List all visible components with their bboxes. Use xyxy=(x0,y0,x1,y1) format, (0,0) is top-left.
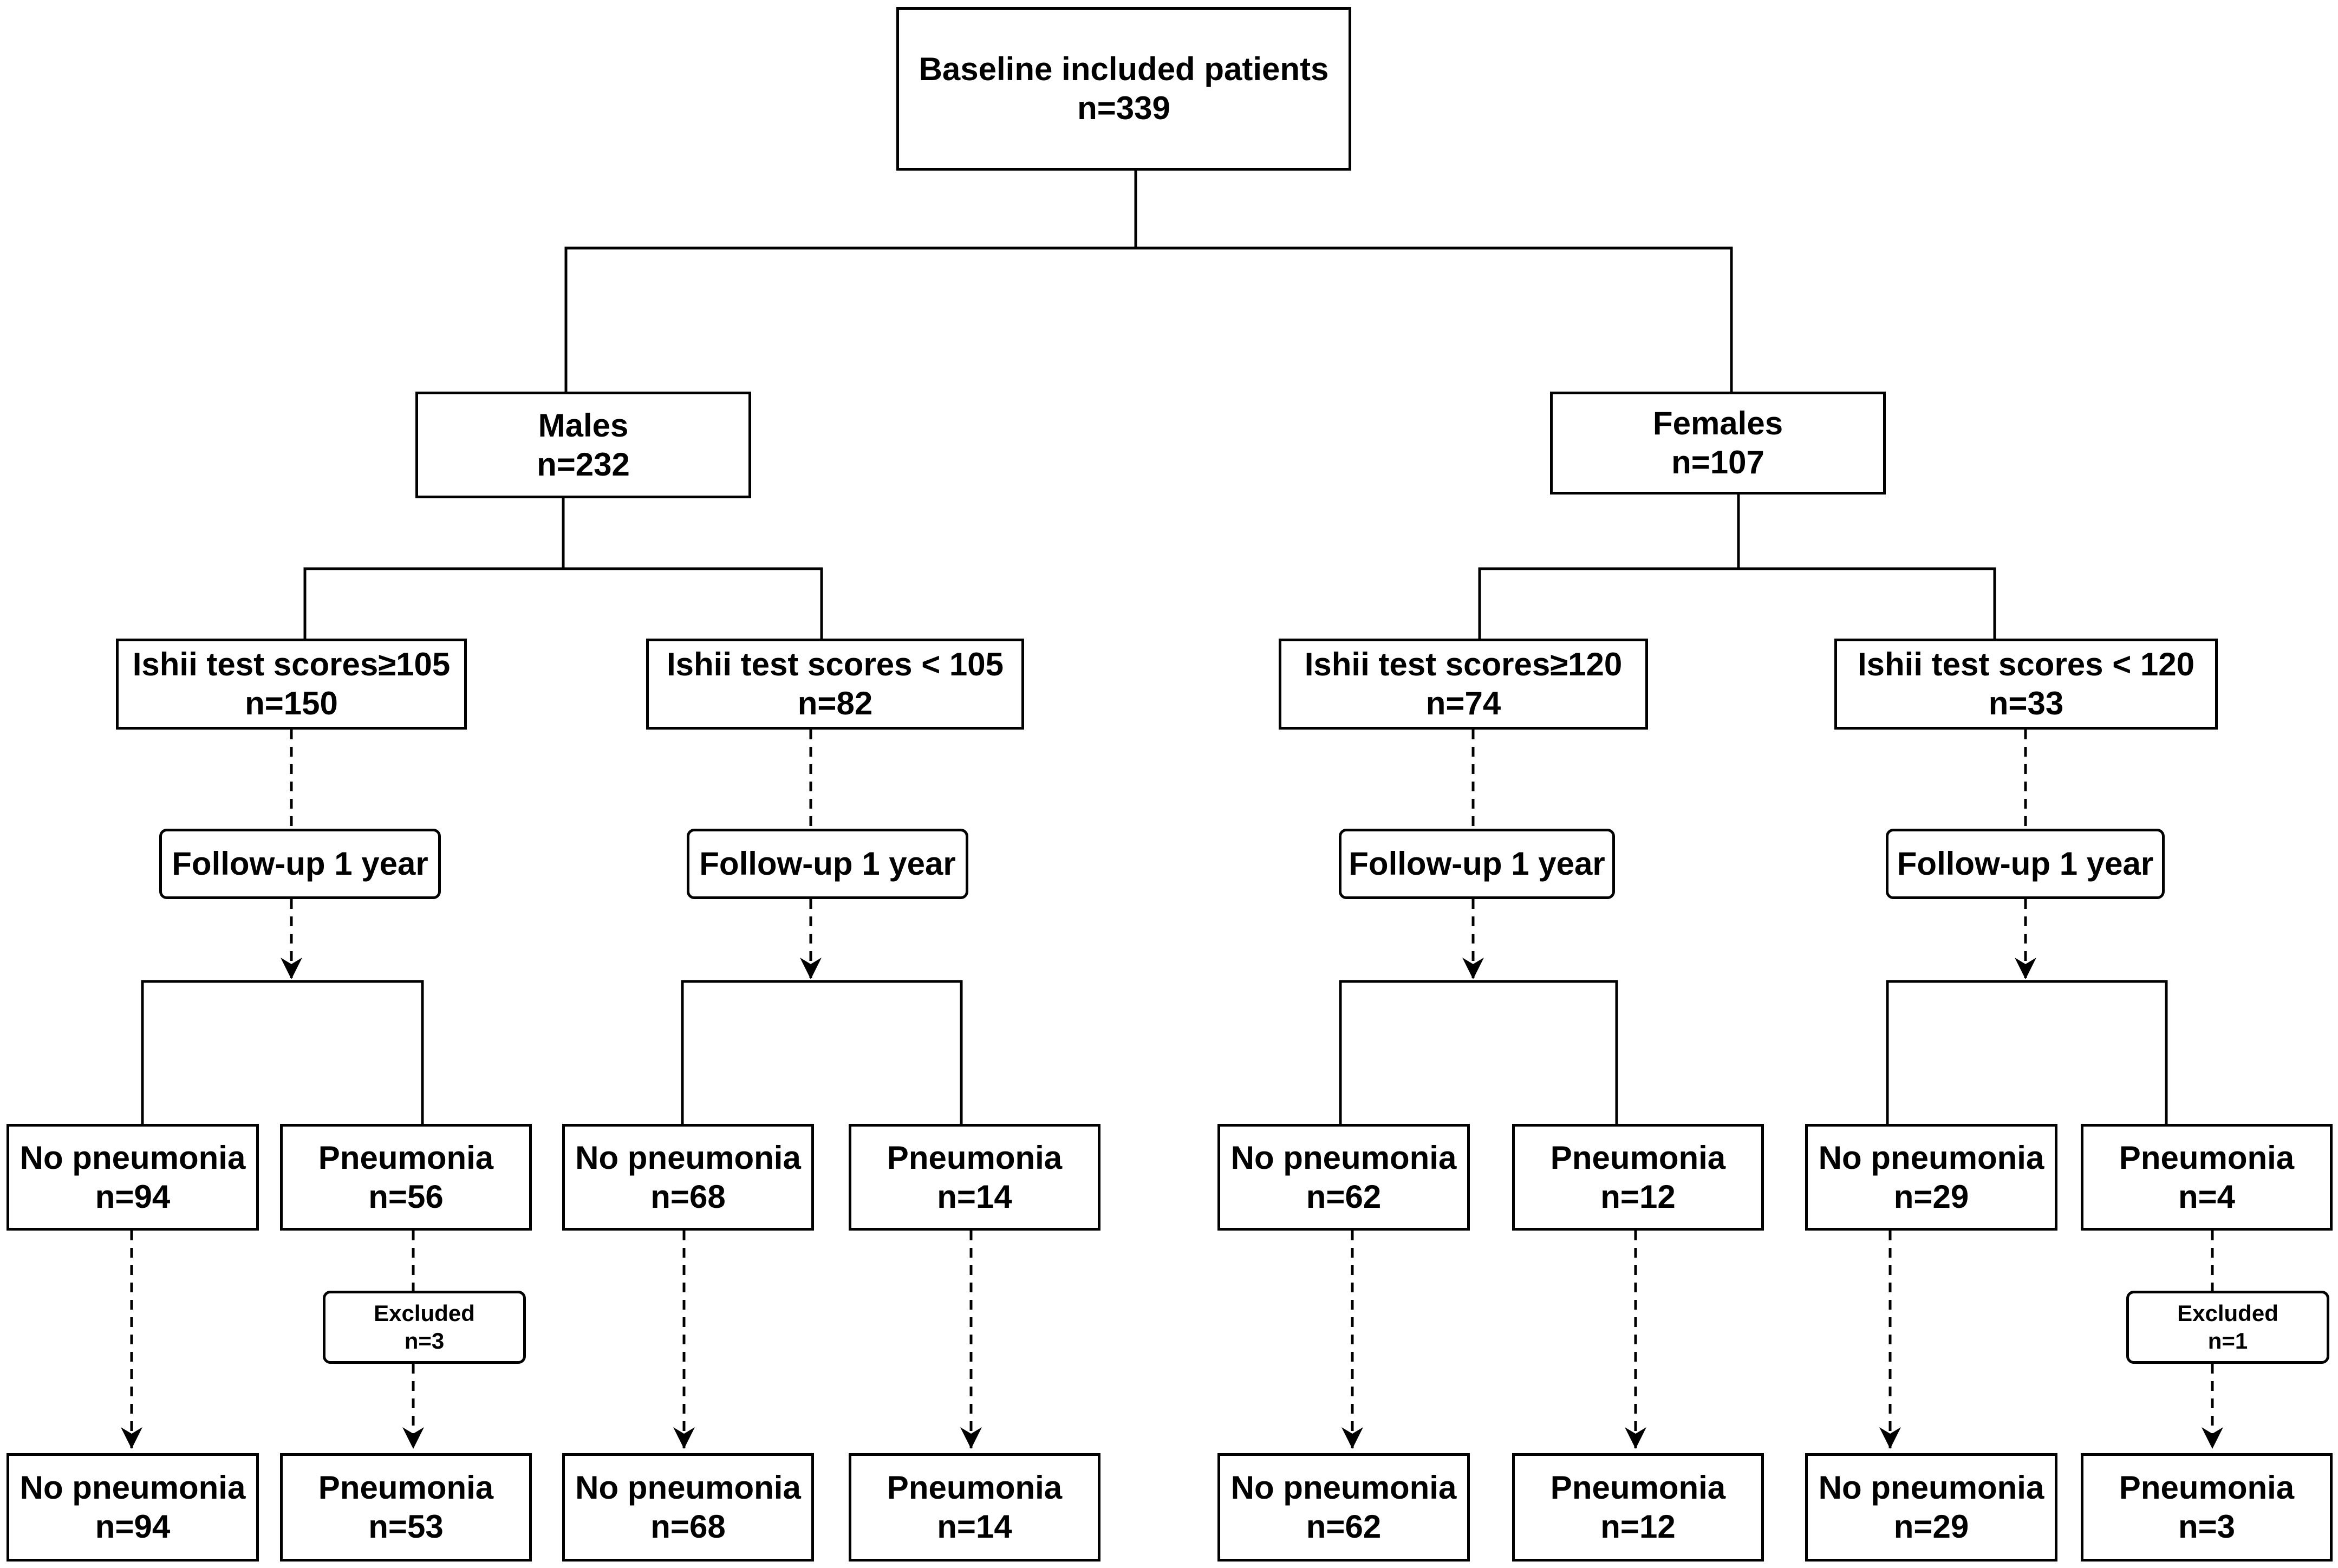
excluded-box: Excluded n=3 xyxy=(323,1291,526,1364)
outcome-label: Pneumonia xyxy=(318,1139,494,1176)
final-box: Pneumonia n=14 xyxy=(849,1453,1100,1562)
root-title: Baseline included patients xyxy=(919,51,1329,87)
score-group-label: Ishii test scores < 120 xyxy=(1857,646,2195,682)
score-group-female-high: Ishii test scores≥120 n=74 xyxy=(1279,639,1648,730)
outcome-box: Pneumonia n=4 xyxy=(2081,1124,2333,1231)
males-box: Males n=232 xyxy=(415,392,751,498)
final-box: Pneumonia n=12 xyxy=(1512,1453,1764,1562)
final-label: Pneumonia xyxy=(318,1469,494,1506)
males-branch xyxy=(303,567,823,639)
final-label: Pneumonia xyxy=(887,1469,1063,1506)
followup-box: Follow-up 1 year xyxy=(1339,829,1615,899)
females-label: Females xyxy=(1652,405,1783,441)
followup-box: Follow-up 1 year xyxy=(159,829,441,899)
followup-box: Follow-up 1 year xyxy=(687,829,968,899)
females-branch xyxy=(1478,567,1996,639)
final-label: Pneumonia xyxy=(2119,1469,2295,1506)
final-label: No pneumonia xyxy=(1818,1469,2044,1506)
excluded-count: n=3 xyxy=(404,1328,445,1354)
final-box: No pneumonia n=94 xyxy=(6,1453,259,1562)
score-group-count: n=82 xyxy=(797,685,873,721)
males-count: n=232 xyxy=(537,446,630,483)
outcome-label: No pneumonia xyxy=(1230,1139,1457,1176)
outcome-split xyxy=(141,980,424,1124)
final-label: No pneumonia xyxy=(575,1469,801,1506)
score-group-female-low: Ishii test scores < 120 n=33 xyxy=(1834,639,2218,730)
males-label: Males xyxy=(538,407,629,444)
score-group-label: Ishii test scores≥105 xyxy=(132,646,451,682)
solid-connectors xyxy=(141,171,2168,1124)
final-box: No pneumonia n=68 xyxy=(562,1453,814,1562)
outcome-split xyxy=(1339,980,1618,1124)
final-count: n=68 xyxy=(650,1508,726,1545)
followup-label: Follow-up 1 year xyxy=(172,845,428,882)
outcome-label: No pneumonia xyxy=(575,1139,801,1176)
outcome-split xyxy=(1886,980,2168,1124)
sex-branch xyxy=(564,246,1733,392)
outcome-count: n=12 xyxy=(1600,1178,1676,1215)
females-count: n=107 xyxy=(1671,444,1764,480)
outcome-box: No pneumonia n=68 xyxy=(562,1124,814,1231)
outcome-count: n=94 xyxy=(95,1178,171,1215)
excluded-box: Excluded n=1 xyxy=(2126,1291,2329,1364)
outcome-box: Pneumonia n=56 xyxy=(280,1124,532,1231)
final-count: n=62 xyxy=(1306,1508,1382,1545)
final-count: n=3 xyxy=(2178,1508,2236,1545)
final-count: n=29 xyxy=(1893,1508,1969,1545)
final-box: Pneumonia n=53 xyxy=(280,1453,532,1562)
final-box: Pneumonia n=3 xyxy=(2081,1453,2333,1562)
excluded-count: n=1 xyxy=(2207,1328,2248,1354)
outcome-label: Pneumonia xyxy=(887,1139,1063,1176)
score-group-label: Ishii test scores≥120 xyxy=(1304,646,1623,682)
final-label: No pneumonia xyxy=(1230,1469,1457,1506)
outcome-box: No pneumonia n=29 xyxy=(1805,1124,2057,1231)
final-box: No pneumonia n=29 xyxy=(1805,1453,2057,1562)
final-box: No pneumonia n=62 xyxy=(1217,1453,1470,1562)
final-count: n=12 xyxy=(1600,1508,1676,1545)
outcome-label: No pneumonia xyxy=(1818,1139,2044,1176)
final-count: n=53 xyxy=(368,1508,444,1545)
excluded-label: Excluded xyxy=(2177,1300,2278,1326)
outcome-count: n=14 xyxy=(937,1178,1012,1215)
final-label: Pneumonia xyxy=(1550,1469,1726,1506)
followup-label: Follow-up 1 year xyxy=(1897,845,2154,882)
root-box: Baseline included patients n=339 xyxy=(896,7,1351,171)
outcome-box: Pneumonia n=14 xyxy=(849,1124,1100,1231)
final-count: n=14 xyxy=(937,1508,1012,1545)
score-group-male-low: Ishii test scores < 105 n=82 xyxy=(646,639,1024,730)
outcome-label: Pneumonia xyxy=(1550,1139,1726,1176)
outcome-box: No pneumonia n=94 xyxy=(6,1124,259,1231)
outcome-label: No pneumonia xyxy=(19,1139,246,1176)
score-group-count: n=33 xyxy=(1988,685,2064,721)
root-count: n=339 xyxy=(1077,90,1170,126)
outcome-box: No pneumonia n=62 xyxy=(1217,1124,1470,1231)
outcome-count: n=62 xyxy=(1306,1178,1382,1215)
score-group-male-high: Ishii test scores≥105 n=150 xyxy=(116,639,467,730)
outcome-split xyxy=(681,980,963,1124)
outcome-count: n=29 xyxy=(1893,1178,1969,1215)
outcome-label: Pneumonia xyxy=(2119,1139,2295,1176)
score-group-count: n=74 xyxy=(1425,685,1501,721)
score-group-label: Ishii test scores < 105 xyxy=(666,646,1004,682)
dashed-arrows xyxy=(121,730,2223,1449)
outcome-count: n=68 xyxy=(650,1178,726,1215)
outcome-count: n=56 xyxy=(368,1178,444,1215)
excluded-label: Excluded xyxy=(374,1300,475,1326)
females-box: Females n=107 xyxy=(1550,392,1886,495)
final-label: No pneumonia xyxy=(19,1469,246,1506)
followup-box: Follow-up 1 year xyxy=(1886,829,2165,899)
score-group-count: n=150 xyxy=(245,685,338,721)
final-count: n=94 xyxy=(95,1508,171,1545)
outcome-count: n=4 xyxy=(2178,1178,2236,1215)
outcome-box: Pneumonia n=12 xyxy=(1512,1124,1764,1231)
followup-label: Follow-up 1 year xyxy=(1349,845,1605,882)
followup-label: Follow-up 1 year xyxy=(699,845,956,882)
